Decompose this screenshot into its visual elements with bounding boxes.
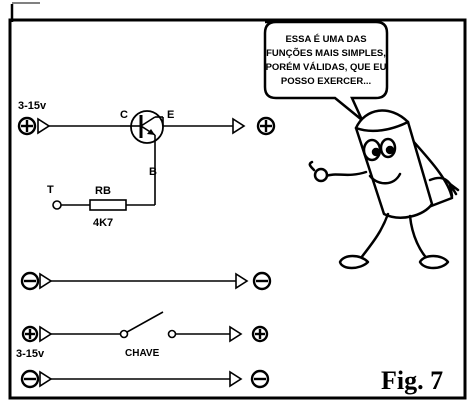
plus-terminal-switch-right [251, 325, 269, 343]
resistor-value: 4K7 [93, 217, 113, 229]
collector-label: C [120, 109, 128, 121]
negative-rail-lower [20, 369, 270, 389]
plus-terminal-left [17, 116, 37, 136]
bubble-line-2: FUNÇÕES MAIS SIMPLES, [266, 48, 386, 59]
plus-terminal-switch-left [21, 325, 39, 343]
minus-terminal-left [20, 271, 40, 291]
bubble-line-1: ESSA É UMA DAS [285, 34, 366, 45]
switch-label: CHAVE [125, 348, 160, 359]
bubble-line-4: POSSO EXERCER... [281, 76, 371, 87]
base-label: B [149, 166, 157, 178]
minus-terminal-right [252, 271, 272, 291]
terminal-label: T [47, 184, 54, 196]
plus-terminal-right [256, 116, 276, 136]
transistor-circuit: 3-15v C E B [17, 100, 276, 229]
resistor-name: RB [95, 185, 111, 197]
switch-lever [126, 311, 164, 333]
resistor-symbol [89, 199, 127, 211]
speech-bubble: ESSA É UMA DAS FUNÇÕES MAIS SIMPLES, POR… [263, 20, 389, 121]
negative-rail-upper [20, 271, 272, 291]
bubble-line-3: PORÉM VÁLIDAS, QUE EU [266, 62, 387, 73]
transistor-symbol [120, 110, 164, 152]
input-arrow-top [37, 117, 51, 135]
switch-circuit: 3-15v CHAVE [16, 311, 269, 360]
output-arrow-top [232, 117, 246, 135]
voltage-label-top: 3-15v [18, 100, 47, 112]
terminal-point [52, 200, 62, 210]
frame [8, 2, 467, 400]
figure-label: Fig. 7 [381, 366, 443, 395]
voltage-label-bottom: 3-15v [16, 348, 45, 360]
emitter-label: E [167, 109, 174, 121]
transistor-mascot-illustration [308, 109, 460, 270]
